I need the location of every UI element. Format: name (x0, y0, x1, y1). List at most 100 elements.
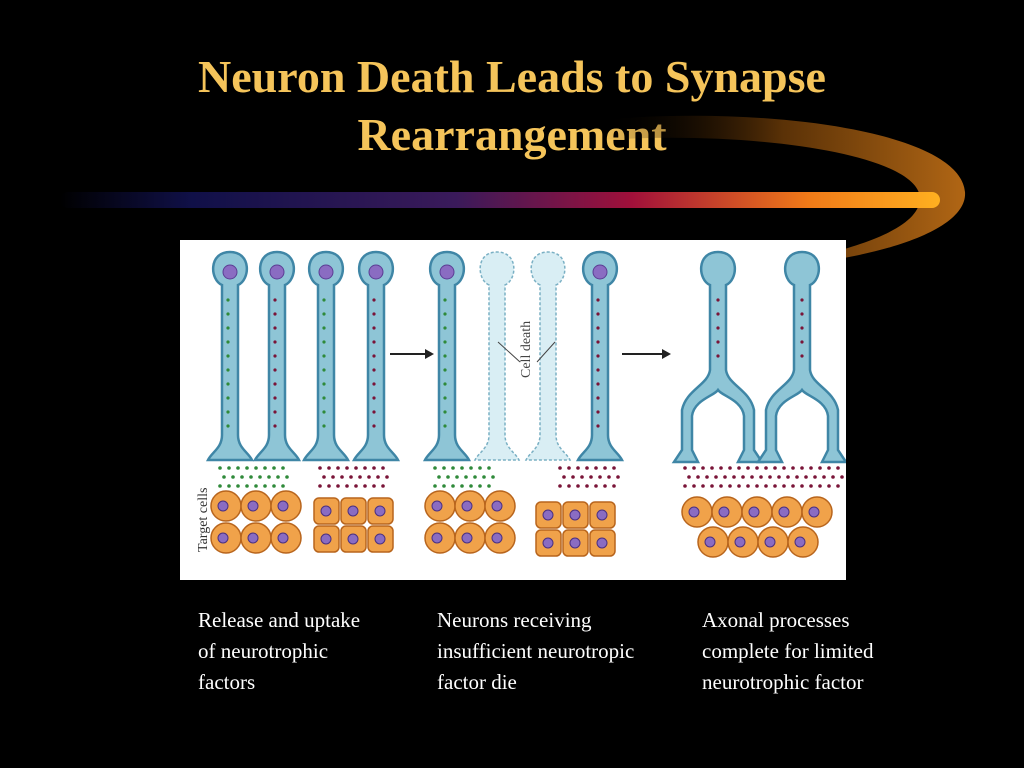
factor-dot-green (272, 484, 276, 488)
axon-dot (716, 354, 720, 358)
axon-dot (596, 424, 600, 428)
factor-dot-dark (836, 466, 840, 470)
factor-dot-dark (840, 475, 844, 479)
factor-dot-dark (714, 475, 718, 479)
factor-dot-green (451, 484, 455, 488)
factor-dot-green (460, 466, 464, 470)
factor-dot-dark (728, 466, 732, 470)
factor-dot-green (442, 466, 446, 470)
factor-dot-dark (800, 484, 804, 488)
factor-dot-dark (376, 475, 380, 479)
axon-dot (226, 396, 230, 400)
cell-nucleus (461, 500, 473, 512)
factor-dot-green (245, 466, 249, 470)
factor-dot-dark (710, 484, 714, 488)
axon-dot (372, 312, 376, 316)
axon-dot (596, 354, 600, 358)
neuron-1 (205, 250, 255, 462)
cell-nucleus (217, 532, 229, 544)
factor-dot-green (267, 475, 271, 479)
caption-1-line-2: of neurotrophic (198, 639, 329, 663)
neuron-nucleus-6 (592, 264, 608, 280)
title-line-1: Neuron Death Leads to Synapse (198, 51, 826, 102)
factor-dot-dark (705, 475, 709, 479)
axon-dot (372, 354, 376, 358)
axon-dot (322, 396, 326, 400)
cell-nucleus (491, 532, 503, 544)
factor-dot-dark (764, 466, 768, 470)
factor-dot-green (231, 475, 235, 479)
factor-dot-green (478, 484, 482, 488)
axon-dot (273, 298, 277, 302)
neuron-group (205, 250, 846, 464)
neuron-6 (575, 250, 625, 462)
factor-dot-dark (836, 484, 840, 488)
factor-dot-green (263, 466, 267, 470)
factor-dot-green (464, 475, 468, 479)
factor-dot-green (433, 484, 437, 488)
axon-dot (372, 326, 376, 330)
factor-dot-green (446, 475, 450, 479)
factor-dot-green (482, 475, 486, 479)
factor-dot-dark (822, 475, 826, 479)
neuron-nucleus-2 (269, 264, 285, 280)
factor-dot-dark (692, 466, 696, 470)
axon-dot (372, 340, 376, 344)
axon-dot (372, 424, 376, 428)
axon-dot (273, 424, 277, 428)
caption-2-line-1: Neurons receiving (437, 608, 592, 632)
axon-dot (322, 368, 326, 372)
dying-neuron-2 (524, 251, 572, 461)
factor-dot-dark (723, 475, 727, 479)
factor-dot-dark (594, 466, 598, 470)
axon-dot (443, 396, 447, 400)
axon-dot (596, 368, 600, 372)
cell-nucleus (347, 533, 359, 545)
factor-dot-dark (318, 466, 322, 470)
factor-dot-dark (381, 466, 385, 470)
factor-dot-dark (777, 475, 781, 479)
cell-nucleus (374, 533, 386, 545)
factor-dot-green (281, 466, 285, 470)
cell-nucleus (596, 509, 608, 521)
factor-dot-dark (804, 475, 808, 479)
axon-dot (800, 354, 804, 358)
cell-nucleus (778, 506, 790, 518)
axon-dot (273, 368, 277, 372)
axon-dot (443, 368, 447, 372)
axon-dot (273, 382, 277, 386)
neuron-nucleus-4 (368, 264, 384, 280)
caption-2: Neurons receiving insufficient neurotrop… (437, 605, 634, 698)
factor-dot-green (254, 466, 258, 470)
factor-dot-dark (719, 484, 723, 488)
factor-dot-dark (746, 484, 750, 488)
factor-dot-dark (755, 484, 759, 488)
cell-nucleus (347, 505, 359, 517)
arrow-2-head (662, 349, 671, 359)
cell-nucleus (688, 506, 700, 518)
neuron-4 (351, 250, 401, 462)
factor-dot-dark (809, 484, 813, 488)
factor-dot-dark (737, 466, 741, 470)
factor-dot-dark (336, 466, 340, 470)
cell-nucleus (320, 505, 332, 517)
factor-dot-dark (363, 466, 367, 470)
factor-dot-dark (791, 484, 795, 488)
cell-nucleus (320, 533, 332, 545)
factor-dot-dark (598, 475, 602, 479)
axon-dot (800, 326, 804, 330)
cell-nucleus (794, 536, 806, 548)
caption-2-line-3: factor die (437, 670, 517, 694)
factor-dot-green (469, 466, 473, 470)
cell-nucleus (491, 500, 503, 512)
cell-nucleus (704, 536, 716, 548)
factor-dot-green (487, 466, 491, 470)
factor-dot-dark (318, 484, 322, 488)
axon-dot (273, 312, 277, 316)
neurotrophic-factor-dots (218, 466, 844, 488)
cell-nucleus (431, 500, 443, 512)
axon-dot (226, 382, 230, 386)
neuron-2 (252, 250, 302, 462)
factor-dot-dark (331, 475, 335, 479)
factor-dot-dark (683, 484, 687, 488)
